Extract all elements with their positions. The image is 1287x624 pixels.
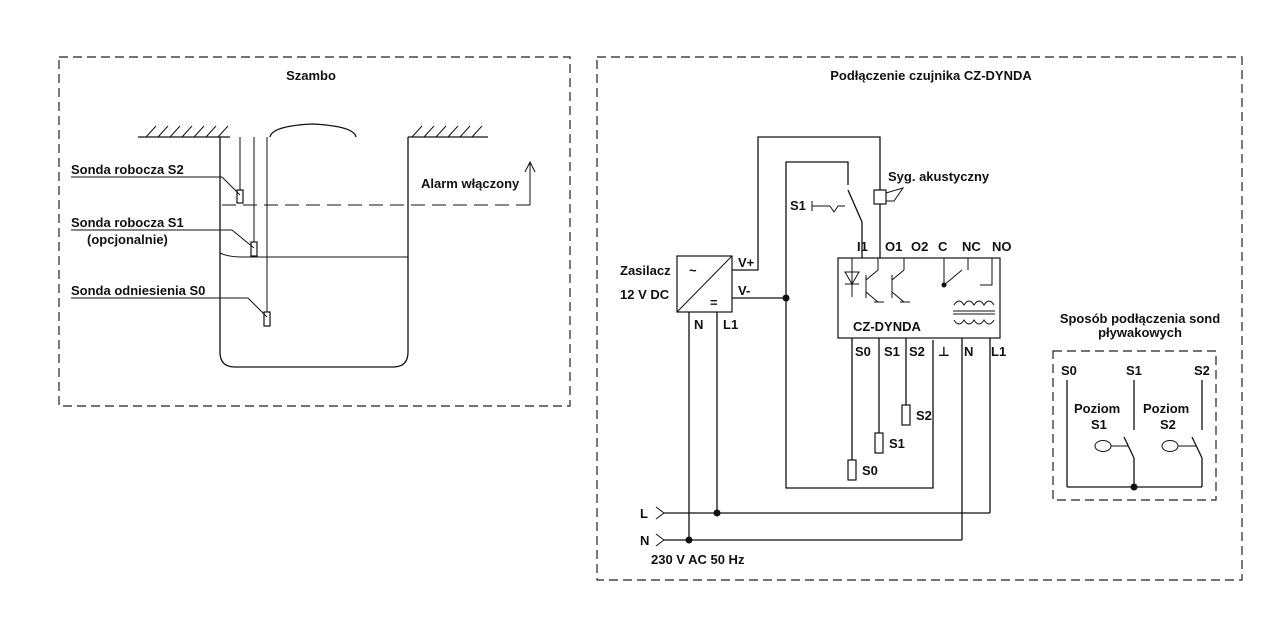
terminal-nc: NC xyxy=(962,239,981,254)
terminal-l1: L1 xyxy=(991,344,1006,359)
terminal-o1: O1 xyxy=(885,239,902,254)
psu-vplus-label: V+ xyxy=(738,255,755,270)
water-level xyxy=(219,252,408,258)
line-n-label: N xyxy=(640,533,649,548)
probe-s1-label: Sonda robocza S1 xyxy=(71,215,184,230)
terminal-c: C xyxy=(938,239,948,254)
terminal-o2: O2 xyxy=(911,239,928,254)
float-s1-icon xyxy=(1094,440,1112,452)
septic-tank-frame xyxy=(58,56,571,407)
device-transformer-icon xyxy=(953,300,995,325)
buzzer-horn-icon xyxy=(885,187,905,202)
float-s2-icon xyxy=(1161,440,1179,452)
wiring-title: Podłączenie czujnika CZ-DYNDA xyxy=(830,68,1032,83)
line-l-label: L xyxy=(640,506,648,521)
float-s1-label: S1 xyxy=(1126,363,1142,378)
float-level-s2-line1: Poziom xyxy=(1143,401,1189,416)
float-s2-switch xyxy=(1191,436,1203,459)
line-l-connector-icon xyxy=(655,506,665,520)
wiring-panel: Podłączenie czujnika CZ-DYNDA ~ = Zasila… xyxy=(596,56,1243,581)
probe-s1-note: (opcjonalnie) xyxy=(87,232,168,247)
alarm-label: Alarm włączony xyxy=(421,176,520,191)
line-n-connector-icon xyxy=(655,533,665,547)
terminal-s0: S0 xyxy=(855,344,871,359)
terminal-ground: ⊥ xyxy=(938,344,950,359)
probe-s1-icon xyxy=(874,432,884,454)
terminal-i1: I1 xyxy=(857,239,868,254)
probe-s0 xyxy=(263,311,271,327)
psu-ac-symbol: ~ xyxy=(689,263,697,278)
tank-body xyxy=(219,137,409,368)
ground-loop-wire xyxy=(785,298,934,489)
ground-hatching xyxy=(138,125,488,138)
wiring-frame xyxy=(596,56,1243,581)
alarm-arrow-head xyxy=(524,160,536,173)
probe-s2 xyxy=(236,189,244,204)
probe-s2-label: S2 xyxy=(916,408,932,423)
s1-switch-blade xyxy=(847,189,863,223)
float-level-s1-line1: Poziom xyxy=(1074,401,1120,416)
probe-s2-label: Sonda robocza S2 xyxy=(71,162,184,177)
float-title-line1: Sposób podłączenia sond xyxy=(1060,311,1220,326)
probe-s0-label: Sonda odniesienia S0 xyxy=(71,283,205,298)
switch-supply-wire xyxy=(785,161,849,298)
device-name: CZ-DYNDA xyxy=(853,319,921,334)
tank-lid xyxy=(269,123,357,138)
float-level-s2-line2: S2 xyxy=(1160,417,1176,432)
psu-l1-label: L1 xyxy=(723,317,738,332)
device-diode-icon xyxy=(844,258,860,297)
float-probes-panel: Sposób podłączenia sond pływakowych S0 S… xyxy=(1052,311,1220,501)
terminal-s1: S1 xyxy=(884,344,900,359)
septic-tank-title: Szambo xyxy=(286,68,336,83)
float-title-line2: pływakowych xyxy=(1098,325,1182,340)
vplus-wire xyxy=(732,136,881,271)
terminal-s2: S2 xyxy=(909,344,925,359)
probe-s2-icon xyxy=(901,404,911,426)
float-level-s1-line2: S1 xyxy=(1091,417,1107,432)
mains-label: 230 V AC 50 Hz xyxy=(651,552,745,567)
float-s2-label: S2 xyxy=(1194,363,1210,378)
psu-n-label: N xyxy=(694,317,703,332)
device-transistor-o2-icon xyxy=(891,258,910,303)
junction-n xyxy=(685,536,693,544)
probe-s1 xyxy=(250,241,258,257)
probe-s1-label: S1 xyxy=(889,436,905,451)
cz-dynda-device xyxy=(837,257,1001,339)
terminal-n: N xyxy=(964,344,973,359)
terminal-no: NO xyxy=(992,239,1012,254)
buzzer-body xyxy=(873,189,887,205)
buzzer-label: Syg. akustyczny xyxy=(888,169,990,184)
septic-tank-panel: Szambo xyxy=(58,56,571,407)
float-s0-label: S0 xyxy=(1061,363,1077,378)
junction-l xyxy=(713,509,721,517)
probe-s0-icon xyxy=(847,459,857,481)
psu-label-line1: Zasilacz xyxy=(620,263,671,278)
psu-dc-symbol: = xyxy=(710,295,718,310)
s1-actuator-icon xyxy=(811,201,845,213)
s1-switch-label: S1 xyxy=(790,198,806,213)
device-transistor-o1-icon xyxy=(865,258,884,303)
psu-label-line2: 12 V DC xyxy=(620,287,670,302)
psu-vminus-label: V- xyxy=(738,283,750,298)
float-s1-switch xyxy=(1123,436,1135,459)
device-relay-contact-icon xyxy=(941,258,993,288)
float-probes-frame xyxy=(1052,350,1217,501)
probe-s0-label: S0 xyxy=(862,463,878,478)
